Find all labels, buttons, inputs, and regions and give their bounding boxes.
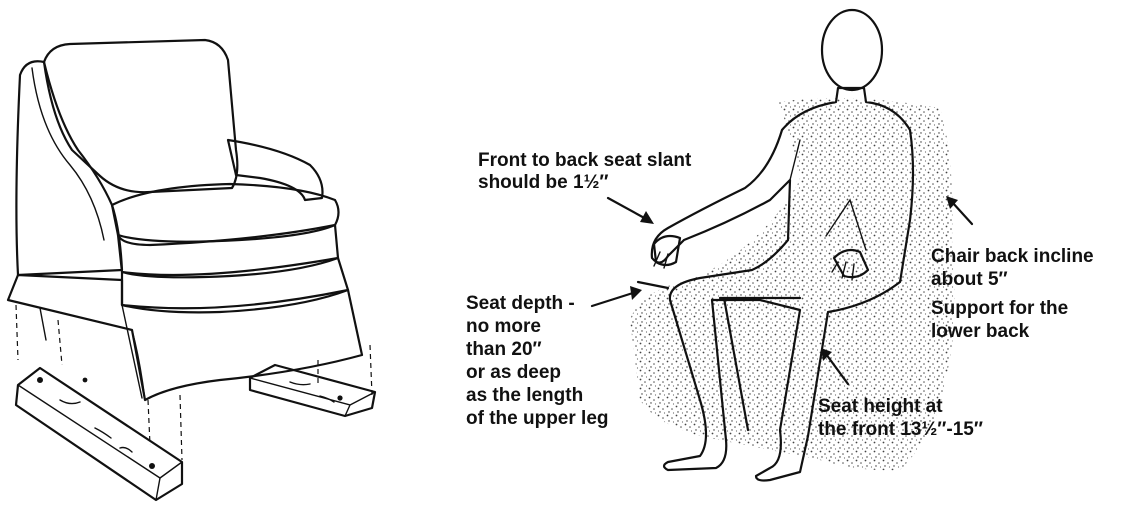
back-label-line-1: Chair back incline [931, 246, 1094, 268]
depth-label-line-3: than 20″ [466, 339, 542, 361]
depth-label-line-5: as the length [466, 385, 583, 407]
depth-label-line-2: no more [466, 316, 541, 338]
seat-cushion [112, 184, 339, 245]
armchair-illustration [8, 40, 375, 500]
figure-head [822, 10, 882, 90]
front-board [16, 368, 182, 500]
back-label-line-2: about 5″ [931, 269, 1008, 291]
back-board [250, 365, 375, 416]
depth-label-line-6: of the upper leg [466, 408, 609, 430]
slant-label-line-2: should be 1½″ [478, 172, 609, 194]
depth-label-line-1: Seat depth - [466, 293, 575, 315]
back-label-line-3: Support for the [931, 298, 1068, 320]
height-label-line-2: the front 13½″-15″ [818, 419, 983, 441]
height-label-line-1: Seat height at [818, 396, 943, 418]
seat-front-band [118, 225, 338, 277]
slant-label-line-1: Front to back seat slant [478, 150, 691, 172]
left-arm-shell [16, 61, 122, 275]
depth-label-line-4: or as deep [466, 362, 561, 384]
back-label-line-4: lower back [931, 321, 1029, 343]
